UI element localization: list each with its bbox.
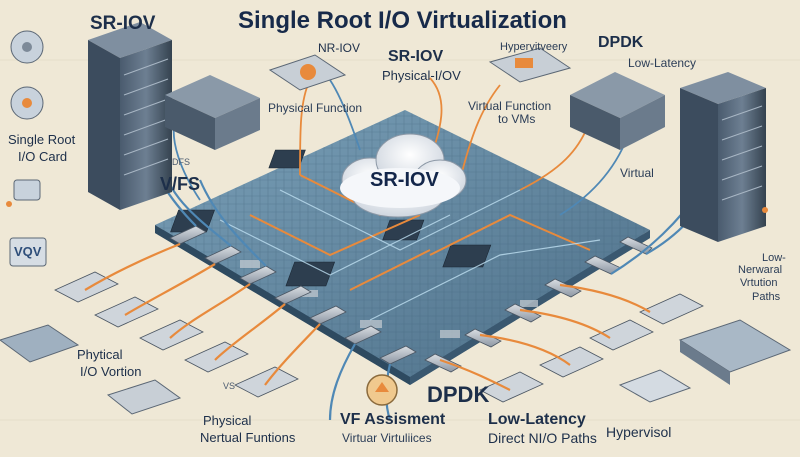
to-vms-label: to VMs bbox=[498, 112, 536, 126]
server-rack-icon bbox=[88, 22, 172, 210]
single-root-card-line1: Single Root bbox=[8, 132, 76, 147]
nic-card-icon bbox=[488, 47, 572, 83]
cloud-icon bbox=[340, 133, 467, 218]
single-root-card-line2: I/O Card bbox=[18, 149, 68, 164]
vqv-label: VQV bbox=[14, 244, 42, 259]
nr-iov-label: NR-IOV bbox=[318, 41, 360, 55]
switch-icon bbox=[165, 75, 260, 150]
page-title: Single Root I/O Virtualization bbox=[238, 7, 567, 34]
sr-iov-mid-label: SR-IOV bbox=[388, 48, 444, 65]
virtual-function-label: Virtual Function bbox=[468, 99, 552, 113]
nic-card-icon bbox=[678, 319, 792, 385]
dpdk-label-top-right: DPDK bbox=[598, 34, 644, 51]
disk-icon bbox=[13, 179, 41, 201]
hypervisor-icon bbox=[618, 369, 692, 403]
virtual-right-label: Virtual bbox=[620, 166, 654, 180]
disk-icon bbox=[10, 86, 44, 120]
low-network-line1: Low- bbox=[762, 252, 786, 264]
switch-icon bbox=[570, 72, 665, 150]
sr-iov-label-top-left: SR-IOV bbox=[90, 13, 156, 34]
low-latency-bottom-line1: Low-Latency bbox=[488, 411, 586, 428]
physical-iov-label: Physical-I/OV bbox=[382, 68, 461, 83]
low-network-line4: Paths bbox=[752, 291, 781, 303]
hypervisor-top-label: Hypervitveery bbox=[500, 41, 568, 53]
low-latency-bottom-line2: Direct NI/O Paths bbox=[488, 430, 597, 446]
vf-assignment-line2: Virtuar Virtuliices bbox=[342, 431, 432, 445]
transceiver-modules-right bbox=[479, 293, 704, 403]
status-dot bbox=[762, 207, 768, 213]
phytical-line2: I/O Vortion bbox=[80, 364, 142, 379]
phytical-line1: Phytical bbox=[77, 347, 123, 362]
server-rack-icon bbox=[680, 72, 766, 242]
hypervisor-bottom-label: Hypervisol bbox=[606, 424, 672, 440]
low-latency-top-label: Low-Latency bbox=[628, 56, 697, 70]
disk-icon bbox=[10, 30, 44, 64]
vfs-label: V/FS bbox=[160, 174, 201, 194]
hypervisor-icon bbox=[366, 374, 398, 406]
low-network-line3: Vrtution bbox=[740, 277, 778, 289]
physical-bottom-line1: Physical bbox=[203, 413, 252, 428]
vs-label: VS bbox=[223, 381, 236, 391]
dfs-label: DFS bbox=[172, 157, 190, 167]
cloud-label: SR-IOV bbox=[370, 169, 439, 191]
physical-function-label: Physical Function bbox=[268, 101, 363, 115]
disk-icon bbox=[9, 237, 47, 267]
status-dot bbox=[6, 201, 12, 207]
vf-assignment-line1: VF Assisment bbox=[340, 411, 446, 428]
physical-bottom-line2: Nertual Funtions bbox=[200, 430, 296, 445]
nic-card-icon bbox=[268, 54, 347, 91]
nic-card-icon bbox=[0, 324, 182, 415]
low-network-line2: Nerwaral bbox=[738, 264, 783, 276]
port-row-left bbox=[169, 225, 417, 365]
dpdk-bottom-label: DPDK bbox=[427, 382, 490, 407]
